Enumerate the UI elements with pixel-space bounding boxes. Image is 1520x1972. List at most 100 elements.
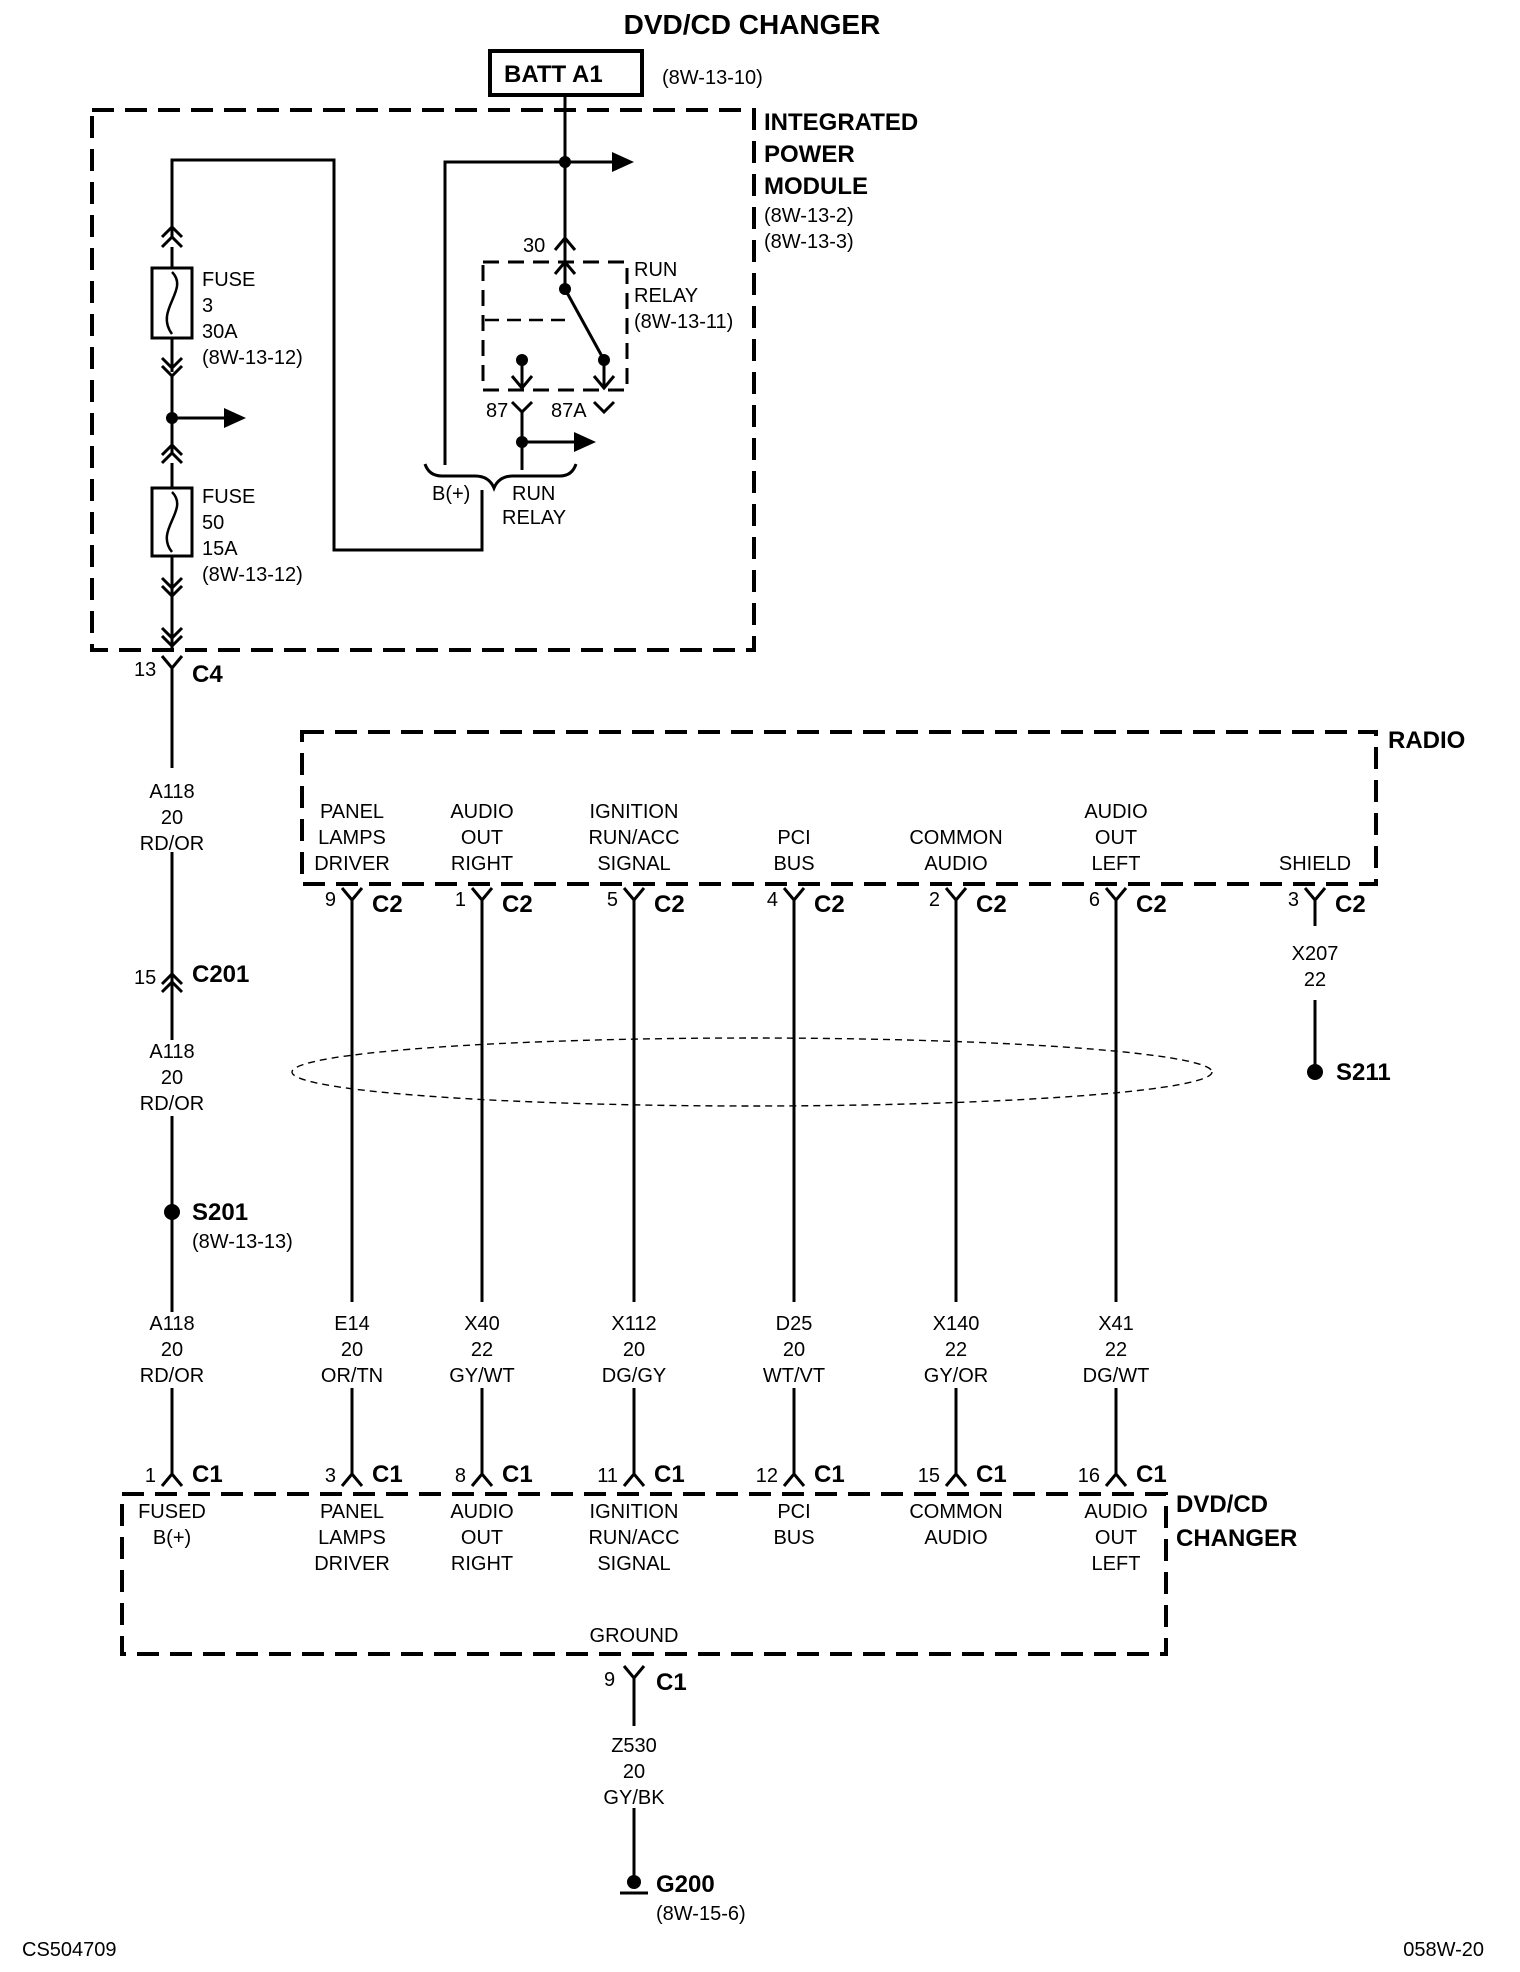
radio-pin-label-2: PCI [777, 827, 810, 849]
changer-pin-label-2: OUT [461, 1527, 503, 1549]
changer-pin-label-1: IGNITION [590, 1501, 679, 1523]
radio-pin-label-3: LEFT [1092, 853, 1141, 875]
changer-pin-number: 8 [455, 1465, 466, 1487]
fuse-splice [166, 376, 246, 455]
ground-connector-name: C1 [656, 1669, 687, 1696]
radio-pin-label-2: LAMPS [318, 827, 386, 849]
fuse-3 [150, 224, 194, 379]
changer-ground-label: GROUND [590, 1625, 679, 1647]
radio-pin-terminal [1303, 887, 1327, 903]
batt-a1-label: BATT A1 [504, 61, 603, 88]
radio-connector-name: C2 [654, 891, 685, 918]
radio-pin-label-2: RUN/ACC [588, 827, 679, 849]
s201-name: S201 [192, 1199, 248, 1226]
a118-gauge-2: 20 [161, 1067, 183, 1089]
radio-pin-number: 9 [325, 889, 336, 911]
fuse3-label: FUSE [202, 269, 255, 291]
changer-name-2: CHANGER [1176, 1525, 1297, 1552]
radio-pin-label-3: SIGNAL [597, 853, 670, 875]
wire-circuit: X40 [464, 1313, 500, 1335]
a118-color-3: RD/OR [140, 1365, 204, 1387]
fuse-50 [150, 442, 194, 650]
changer-connector-name: C1 [372, 1461, 403, 1488]
c4-pin: 13 [134, 659, 156, 681]
changer-pin-label-1: FUSED [138, 1501, 206, 1523]
s211-splice [1307, 1064, 1323, 1080]
radio-pin-number: 2 [929, 889, 940, 911]
wire-circuit: E14 [334, 1313, 370, 1335]
radio-pin-label-2: OUT [461, 827, 503, 849]
wire-gauge: 22 [471, 1339, 493, 1361]
radio-pin-terminal [782, 887, 806, 903]
wire-circuit: X140 [933, 1313, 980, 1335]
ipm-ref-1: (8W-13-2) [764, 205, 854, 227]
fuse3-rating: 30A [202, 321, 238, 343]
changer-boundary [120, 1492, 1168, 1656]
ipm-ref-2: (8W-13-3) [764, 231, 854, 253]
radio-pin-label-1: AUDIO [1084, 801, 1147, 823]
changer-pin-label-1: AUDIO [450, 1501, 513, 1523]
relay-pin-87: 87 [486, 400, 508, 422]
c201-pin: 15 [134, 967, 156, 989]
fuse3-ref: (8W-13-12) [202, 347, 303, 369]
changer-connector-name: C1 [1136, 1461, 1167, 1488]
a118-color-1: RD/OR [140, 833, 204, 855]
fuse3-number: 3 [202, 295, 213, 317]
battery-feed-wire [443, 95, 634, 465]
relay-label-1: RUN [634, 259, 677, 281]
wire-gauge: 20 [783, 1339, 805, 1361]
a118-circuit-2: A118 [149, 1041, 194, 1063]
changer-pin-number: 12 [756, 1465, 778, 1487]
changer-pin-label-2: RUN/ACC [588, 1527, 679, 1549]
changer-connector-name: C1 [192, 1461, 223, 1488]
wire-color: GY/OR [924, 1365, 988, 1387]
radio-connector-name: C2 [1136, 891, 1167, 918]
radio-boundary [300, 730, 1378, 886]
changer-pin-terminal [622, 1471, 646, 1487]
changer-pin-number: 11 [597, 1465, 618, 1487]
changer-name-1: DVD/CD [1176, 1491, 1268, 1518]
radio-connector-name: C2 [372, 891, 403, 918]
radio-name: RADIO [1388, 727, 1465, 754]
radio-pin-label-3: RIGHT [451, 853, 513, 875]
wire-gauge: 22 [945, 1339, 967, 1361]
relay-run-2: RELAY [502, 507, 566, 529]
changer-pin-label-2: OUT [1095, 1527, 1137, 1549]
radio-pin-terminal [944, 887, 968, 903]
radio-pin-terminal [470, 887, 494, 903]
changer-pin-number: 3 [325, 1465, 336, 1487]
radio-pin-label-1: PANEL [320, 801, 384, 823]
run-relay-contact [510, 259, 616, 391]
changer-pin-terminal [160, 1471, 184, 1487]
radio-pin-label-1: IGNITION [590, 801, 679, 823]
ipm-boundary [90, 108, 756, 652]
radio-connector-name: C2 [814, 891, 845, 918]
radio-pin-number: 1 [455, 889, 466, 911]
fuse50-label: FUSE [202, 486, 255, 508]
wire-gauge: 20 [341, 1339, 363, 1361]
fuse50-number: 50 [202, 512, 224, 534]
wire-circuit: D25 [776, 1313, 813, 1335]
changer-pin-terminal [1104, 1471, 1128, 1487]
relay-run-1: RUN [512, 483, 555, 505]
s211-name: S211 [1336, 1059, 1391, 1086]
fuse50-rating: 15A [202, 538, 238, 560]
radio-pin-label-2: COMMON [909, 827, 1002, 849]
changer-connector-name: C1 [976, 1461, 1007, 1488]
changer-pin-label-1: COMMON [909, 1501, 1002, 1523]
